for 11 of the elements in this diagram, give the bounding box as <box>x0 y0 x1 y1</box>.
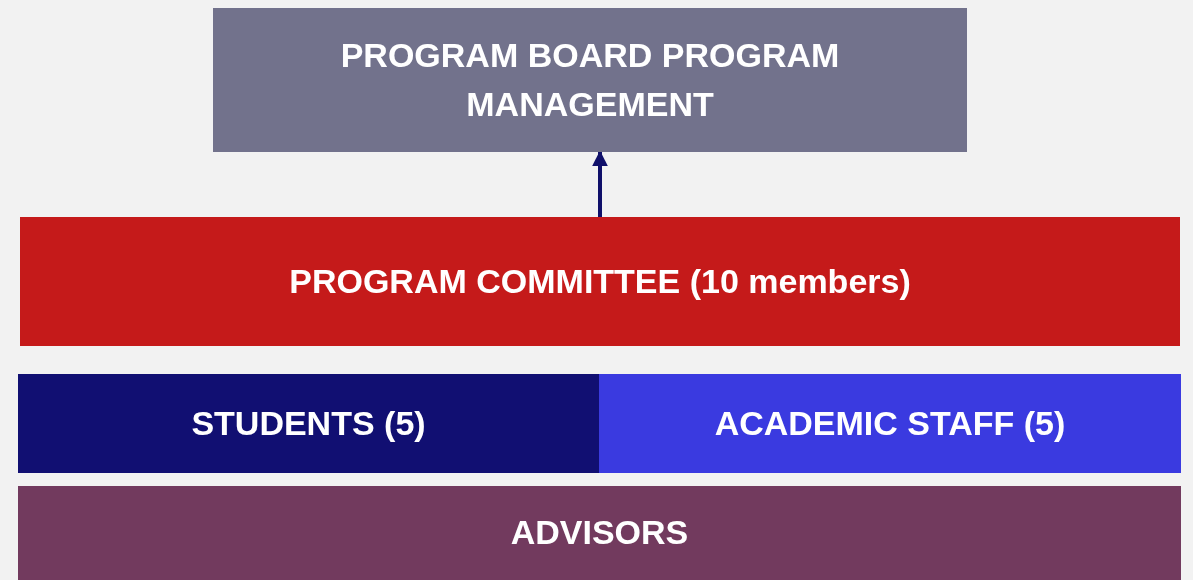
box-label: STUDENTS (5) <box>191 402 426 444</box>
org-box <box>599 374 1181 473</box>
box-label: PROGRAM BOARD PROGRAM MANAGEMENT <box>340 34 840 125</box>
org-box <box>18 486 1181 580</box>
org-box <box>20 217 1180 346</box>
box-label: ADVISORS <box>510 512 689 554</box>
org-box <box>213 8 967 152</box>
box-label: ACADEMIC STAFF (5) <box>714 402 1066 444</box>
arrow <box>592 150 608 217</box>
box-label: PROGRAM COMMITTEE (10 members) <box>289 260 911 302</box>
org-box <box>18 374 599 473</box>
